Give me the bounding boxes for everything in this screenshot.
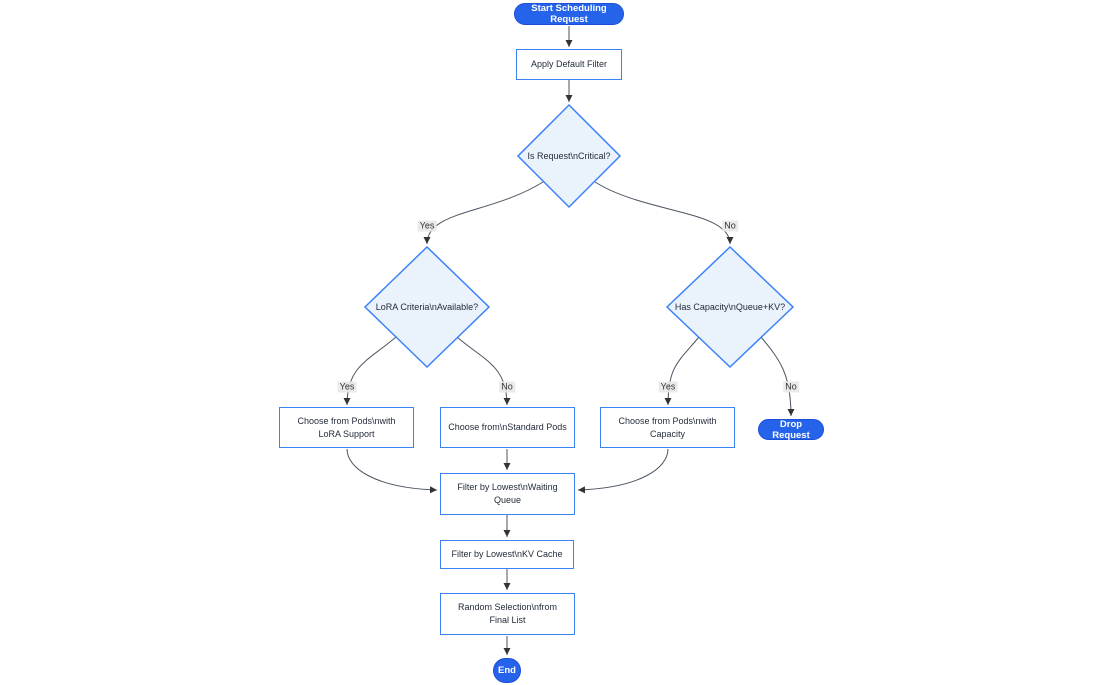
node-choose-capacity-label: Choose from Pods\nwith Capacity bbox=[618, 415, 717, 439]
node-lora-criteria-label: LoRA Criteria\nAvailable? bbox=[375, 302, 479, 312]
edge-capacity-no bbox=[760, 336, 795, 417]
node-apply-filter: Apply Default Filter bbox=[516, 49, 622, 80]
edge-critical-yes bbox=[423, 181, 544, 245]
edge-label-capacity-yes: Yes bbox=[658, 381, 678, 393]
edge-label-lora-yes: Yes bbox=[337, 381, 357, 393]
node-drop-request: Drop Request bbox=[758, 418, 824, 441]
node-apply-filter-label: Apply Default Filter bbox=[530, 59, 608, 69]
node-choose-lora: Choose from Pods\nwith LoRA Support bbox=[279, 407, 414, 448]
node-filter-kv-label: Filter by Lowest\nKV Cache bbox=[451, 549, 563, 559]
decision-has-capacity bbox=[665, 245, 795, 369]
edge-critical-no bbox=[594, 181, 734, 245]
decision-is-critical bbox=[516, 103, 622, 209]
node-end-label: End bbox=[498, 665, 516, 676]
node-choose-capacity: Choose from Pods\nwith Capacity bbox=[600, 407, 735, 448]
node-filter-waiting-label: Filter by Lowest\nWaiting Queue bbox=[457, 482, 558, 505]
node-choose-standard: Choose from\nStandard Pods bbox=[440, 407, 575, 448]
decision-lora-criteria bbox=[363, 245, 491, 369]
edge-lora-no bbox=[456, 336, 511, 406]
node-filter-waiting: Filter by Lowest\nWaiting Queue bbox=[440, 473, 575, 515]
edge-label-critical-no: No bbox=[722, 220, 738, 232]
node-drop-request-label: Drop Request bbox=[772, 418, 810, 441]
node-start: Start Scheduling Request bbox=[514, 3, 624, 25]
edge-lora-yes bbox=[343, 336, 397, 406]
edge-chooselora-filter bbox=[346, 448, 438, 494]
edge-label-critical-yes: Yes bbox=[417, 220, 437, 232]
node-random-selection-label: Random Selection\nfrom Final List bbox=[457, 602, 558, 625]
node-start-label: Start Scheduling Request bbox=[531, 3, 607, 25]
edge-choosecap-filter bbox=[577, 448, 669, 494]
node-has-capacity-label: Has Capacity\nQueue+KV? bbox=[674, 302, 786, 312]
node-is-critical-label: Is Request\nCritical? bbox=[527, 151, 611, 161]
node-choose-lora-label: Choose from Pods\nwith LoRA Support bbox=[297, 415, 396, 439]
node-end: End bbox=[493, 658, 521, 683]
edge-capacity-yes bbox=[664, 336, 700, 406]
edge-label-lora-no: No bbox=[499, 381, 515, 393]
node-choose-standard-label: Choose from\nStandard Pods bbox=[448, 422, 567, 432]
node-filter-kv: Filter by Lowest\nKV Cache bbox=[440, 540, 574, 569]
edge-label-capacity-no: No bbox=[783, 381, 799, 393]
node-random-selection: Random Selection\nfrom Final List bbox=[440, 593, 575, 635]
